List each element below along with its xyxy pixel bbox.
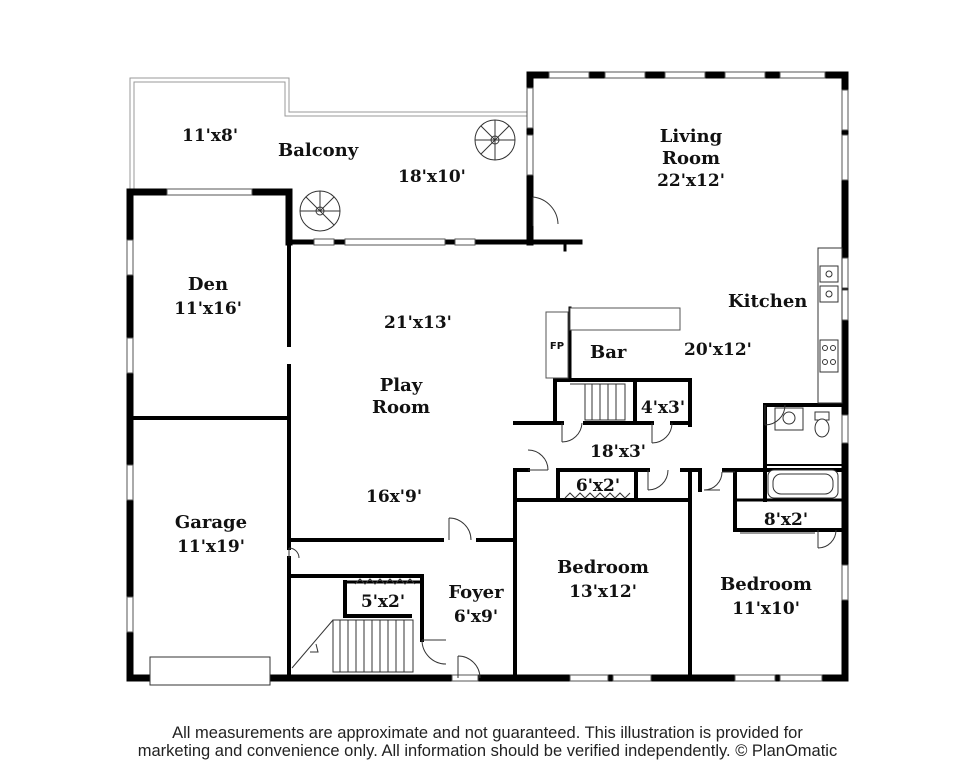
balcony-railing [129,77,530,190]
balcony-dim-right: 18'x10' [398,167,466,187]
closet-8x2-dim: 8'x2' [764,510,808,530]
garage-label: Garage [175,512,247,533]
closet-4x3-dim: 4'x3' [641,398,685,418]
balcony-dim-left: 11'x8' [182,126,238,146]
closet-5x2-dim: 5'x2' [361,592,405,612]
windows [126,71,849,682]
closet-rods [354,492,815,585]
living-room-dim: 22'x12' [657,171,725,191]
disclaimer-line-1: All measurements are approximate and not… [172,724,803,742]
closet-6x2-dim: 6'x2' [576,476,620,496]
garage-door [149,656,271,686]
balcony-label: Balcony [278,140,359,161]
kitchen-dim: 20'x12' [684,340,752,360]
foyer-label: Foyer [448,582,504,603]
kitchen-fixtures [817,247,843,404]
fireplace-label: FP [550,341,564,352]
foyer-dim: 6'x9' [454,607,498,627]
den-dim: 11'x16' [174,299,242,319]
bar-fixtures [545,307,681,379]
spiral-stairs [299,119,516,232]
living-room-label-1: Living [660,126,723,147]
bath-fixtures [767,407,839,499]
bar-label: Bar [590,342,627,363]
play-room-dim-lower: 16x'9' [366,487,422,507]
bedroom-right-dim: 11'x10' [732,599,800,619]
stairs [291,383,626,673]
garage-dim: 11'x19' [177,537,245,557]
stove-icon [819,339,839,373]
living-room-label-2: Room [662,148,720,169]
floor-plan: 11'x8' Balcony 18'x10' Living Room 22'x1… [126,71,849,686]
doors [288,196,837,679]
disclaimer-line-2: marketing and convenience only. All info… [137,742,838,760]
play-room-dim-upper: 21'x13' [384,313,452,333]
fireplace-icon [545,311,569,379]
bedroom-right-label: Bedroom [720,574,812,595]
bedroom-center-label: Bedroom [557,557,649,578]
kitchen-label: Kitchen [728,291,807,312]
play-room-label-1: Play [380,375,423,396]
bedroom-center-dim: 13'x12' [569,582,637,602]
play-room-label-2: Room [372,397,430,418]
hall-dim: 18'x3' [590,442,646,462]
den-label: Den [188,274,228,295]
